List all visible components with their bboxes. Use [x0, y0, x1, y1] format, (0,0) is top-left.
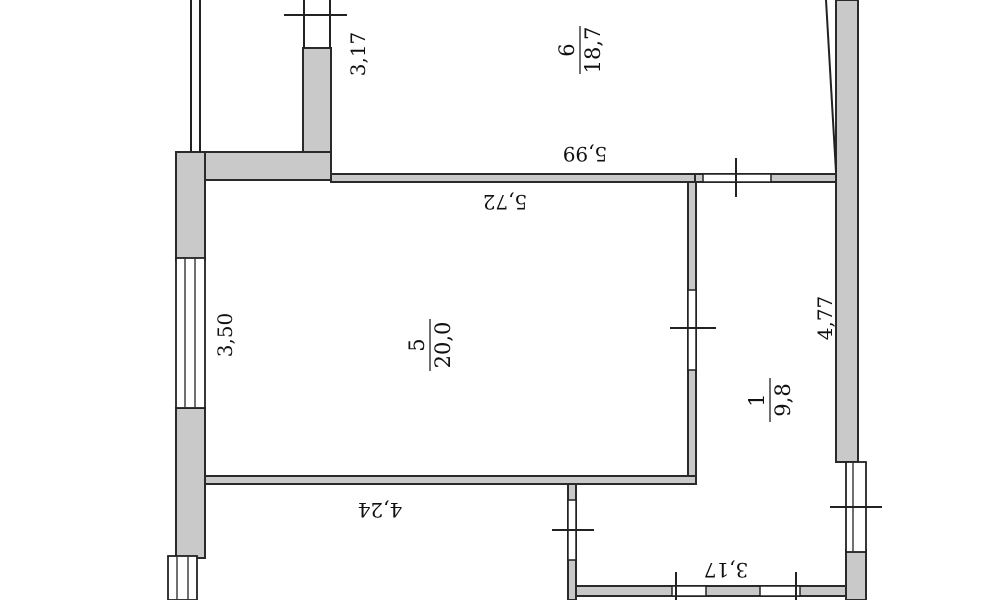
dim-4-24: 4,24	[358, 498, 403, 522]
wall-upper-column	[302, 47, 332, 157]
partition-bottom	[575, 585, 847, 597]
door-ticks	[284, 0, 882, 600]
room-1-area: 9,8	[771, 383, 795, 416]
door-bottom-right	[759, 585, 801, 597]
room-5-number: 5	[405, 338, 429, 351]
window-left-bottom	[167, 555, 198, 600]
room6-right-wall-line	[825, 0, 837, 173]
wall-right-outer-bottom	[845, 549, 867, 600]
partition-5-bottom	[204, 475, 697, 485]
door-5-1	[687, 289, 697, 371]
dim-5-72: 5,72	[483, 190, 528, 214]
room-6-number: 6	[555, 43, 579, 56]
dim-4-77: 4,77	[813, 296, 837, 341]
dim-3-17-top: 3,17	[346, 32, 370, 77]
wall-right-outer	[835, 0, 859, 463]
room-6-label: 6 18,7	[555, 26, 605, 74]
windows	[167, 0, 867, 600]
wall-left-outer-mid	[175, 407, 206, 559]
partition-6-5	[330, 173, 696, 183]
partitions	[204, 173, 847, 600]
room-5-area: 20,0	[431, 322, 455, 369]
room-1-number: 1	[745, 393, 769, 406]
dim-5-99: 5,99	[563, 142, 608, 166]
room-5-label: 5 20,0	[405, 319, 455, 371]
door-bottom-left	[671, 585, 707, 597]
window-left-room5	[175, 257, 206, 409]
walls	[175, 0, 867, 600]
dim-3-50: 3,50	[213, 313, 237, 358]
room-6-area: 18,7	[581, 27, 605, 74]
dim-3-17-bottom: 3,17	[704, 558, 749, 582]
wall-left-outer-top	[175, 151, 206, 261]
room-1-label: 1 9,8	[745, 378, 795, 422]
